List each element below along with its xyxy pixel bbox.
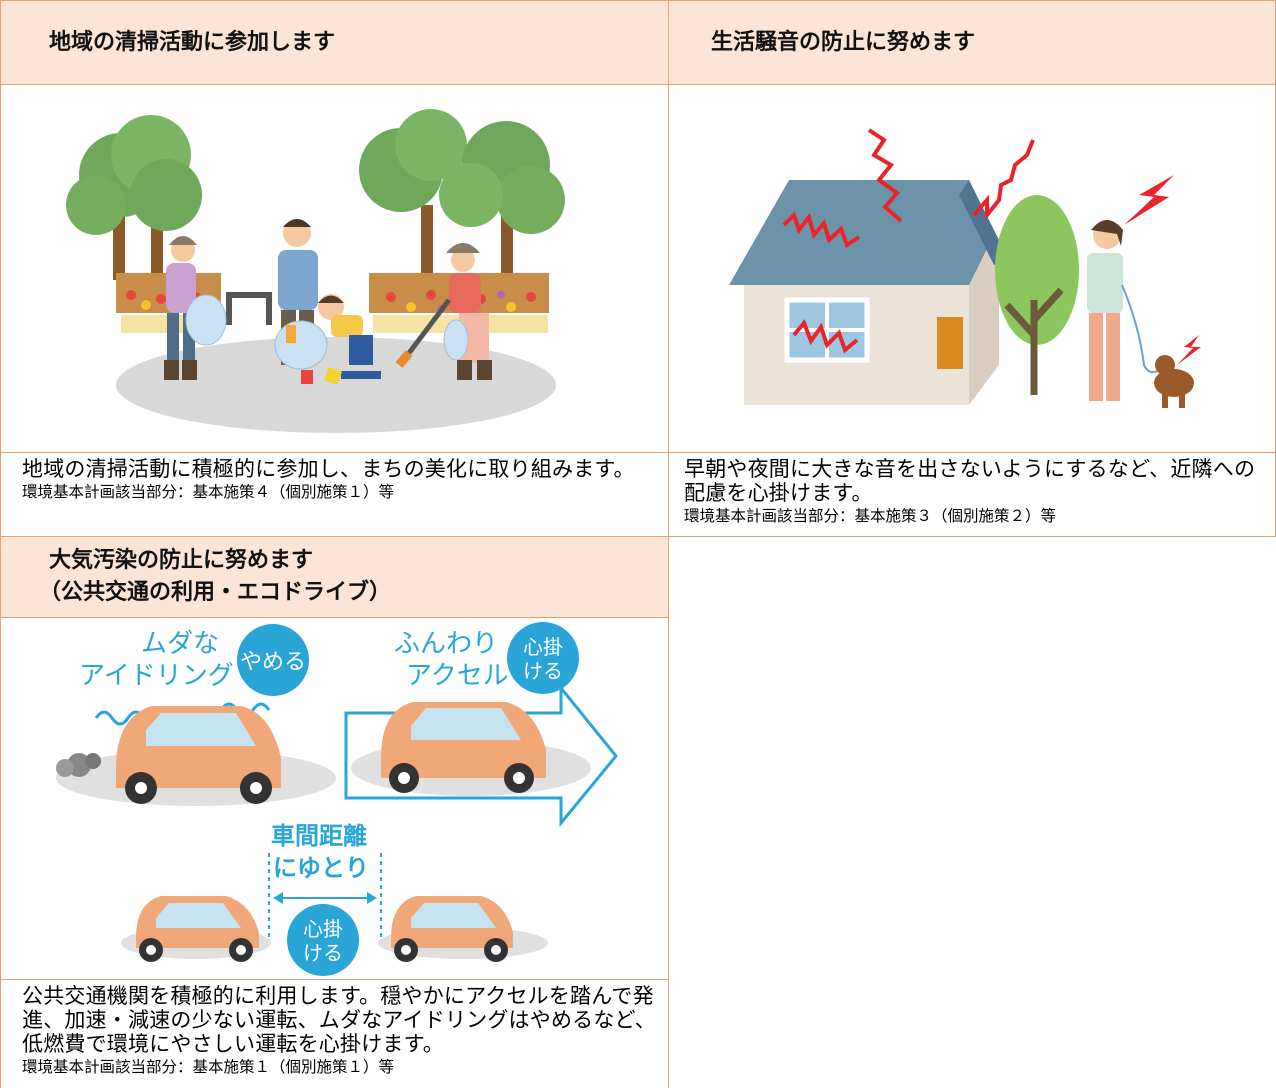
card-noise-text: 早朝や夜間に大きな音を出さないようにするなど、近隣への配慮を心掛けます。 bbox=[684, 457, 1256, 505]
noise-illustration bbox=[729, 128, 1201, 408]
card-noise-title: 生活騒音の防止に努めます bbox=[711, 30, 976, 55]
accel-label-line2: アクセル bbox=[406, 661, 509, 691]
card-cleanup-reference: 環境基本計画該当部分：基本施策４（個別施策１）等 bbox=[22, 483, 395, 501]
badge-top-line2: ける bbox=[523, 659, 563, 683]
card-air-header: 大気汚染の防止に努めます （公共交通の利用・エコドライブ） bbox=[0, 536, 669, 618]
card-air-text: 公共交通機関を積極的に利用します。穏やかにアクセルを踏んで発進、加速・減速の少な… bbox=[22, 984, 656, 1056]
card-noise-description: 早朝や夜間に大きな音を出さないようにするなど、近隣への配慮を心掛けます。 環境基… bbox=[668, 452, 1276, 537]
card-air-title-line2: （公共交通の利用・エコドライブ） bbox=[39, 580, 392, 605]
gap-label-line1: 車間距離 bbox=[271, 822, 367, 850]
card-air-reference: 環境基本計画該当部分：基本施策１（個別施策１）等 bbox=[22, 1058, 395, 1076]
badge-top-line1: 心掛 bbox=[523, 635, 563, 659]
card-cleanup-illustration bbox=[0, 84, 669, 453]
card-noise-illustration bbox=[668, 84, 1276, 453]
eco-drive-illustration: ムダな アイドリング やめる ふんわり アクセル 心掛 ける 車間距離 にゆとり bbox=[56, 622, 618, 976]
cleanup-illustration bbox=[66, 109, 565, 433]
card-cleanup-header: 地域の清掃活動に参加します bbox=[0, 0, 669, 85]
card-noise-reference: 環境基本計画該当部分：基本施策３（個別施策２）等 bbox=[684, 507, 1057, 525]
idling-label-line1: ムダな bbox=[141, 629, 219, 659]
card-cleanup-text: 地域の清掃活動に積極的に参加し、まちの美化に取り組みます。 bbox=[22, 457, 635, 481]
accel-label-line1: ふんわり bbox=[394, 629, 498, 659]
card-air-title-line1: 大気汚染の防止に努めます bbox=[49, 548, 314, 573]
card-air-description: 公共交通機関を積極的に利用します。穏やかにアクセルを踏んで発進、加速・減速の少な… bbox=[0, 979, 669, 1088]
card-noise-header: 生活騒音の防止に努めます bbox=[668, 0, 1276, 85]
badge-bottom-line1: 心掛 bbox=[303, 917, 343, 941]
card-air-illustration: ムダな アイドリング やめる ふんわり アクセル 心掛 ける 車間距離 にゆとり bbox=[0, 617, 669, 980]
stop-badge-label: やめる bbox=[240, 650, 306, 675]
card-cleanup-description: 地域の清掃活動に積極的に参加し、まちの美化に取り組みます。 環境基本計画該当部分… bbox=[0, 452, 669, 537]
gap-label-line2: にゆとり bbox=[273, 854, 369, 882]
badge-bottom-line2: ける bbox=[303, 941, 343, 965]
card-cleanup-title: 地域の清掃活動に参加します bbox=[49, 30, 336, 55]
idling-label-line2: アイドリング bbox=[79, 661, 234, 691]
